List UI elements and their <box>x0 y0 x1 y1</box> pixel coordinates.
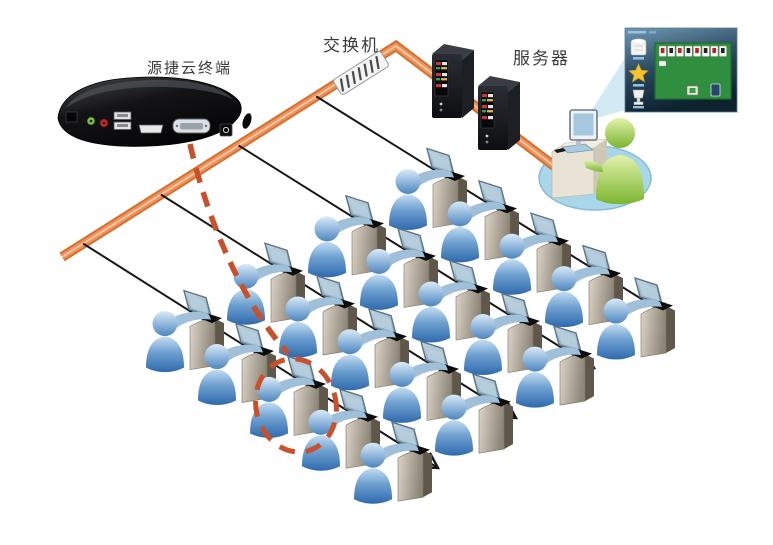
trophy-icon <box>632 89 645 109</box>
switch-label: 交换机 <box>323 36 380 55</box>
admin-person <box>584 118 644 205</box>
cabinet-icon <box>630 38 647 60</box>
admin-workstation <box>550 109 644 205</box>
playing-card <box>701 45 710 57</box>
switch-device <box>333 51 389 95</box>
game-screen-popup <box>624 27 738 113</box>
callout-beam <box>584 58 625 122</box>
playing-card <box>658 45 667 57</box>
cloud-terminal-device <box>57 76 252 147</box>
playing-card <box>675 45 684 57</box>
playing-card <box>718 45 727 57</box>
playing-card <box>667 45 676 57</box>
highlight-annotation <box>187 143 339 455</box>
admin-monitor <box>569 109 598 146</box>
dc-in-port <box>219 123 233 137</box>
cloud-terminal-label: 源捷云终端 <box>147 60 233 77</box>
lan-port <box>65 111 78 123</box>
highlight-ellipse <box>253 356 339 455</box>
playing-card <box>693 45 702 57</box>
hdmi-port <box>138 124 164 134</box>
playing-card <box>710 45 719 57</box>
terminal-ports <box>65 111 233 137</box>
playing-card <box>684 45 693 57</box>
highlight-path <box>187 143 291 356</box>
server-tower-2 <box>478 76 520 150</box>
star-icon <box>628 63 649 87</box>
card-table <box>654 42 732 100</box>
server-tower-1 <box>432 44 474 118</box>
server-label: 服务器 <box>513 49 570 68</box>
